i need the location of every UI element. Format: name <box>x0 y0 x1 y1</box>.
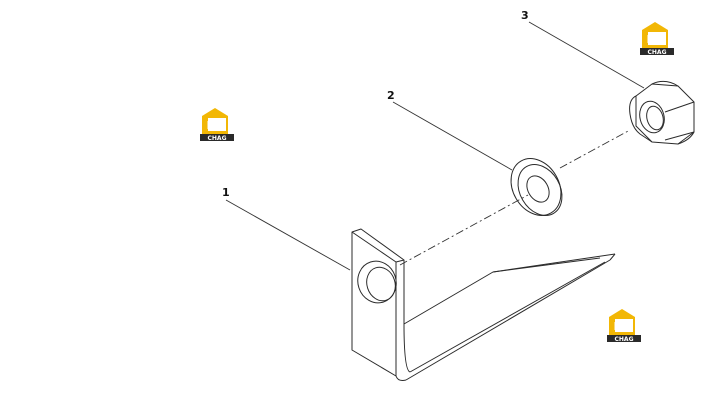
watermark-logo: НЗ CHAG <box>640 22 674 56</box>
watermark-letters: НЗ <box>646 33 663 46</box>
watermark-logo: НЗ CHAG <box>607 309 641 343</box>
watermark-letters: НЗ <box>206 119 223 132</box>
watermark-word: CHAG <box>648 49 667 56</box>
bracket-part <box>351 228 616 381</box>
leader-lines <box>225 21 645 271</box>
leader-line-2 <box>392 101 513 171</box>
bracket-hole <box>357 260 397 304</box>
callout-2: 2 <box>387 89 395 102</box>
watermark-word: CHAG <box>615 336 634 343</box>
watermark-word: CHAG <box>208 135 227 142</box>
leader-line-3 <box>528 21 645 89</box>
watermark-letters: НЗ <box>613 320 630 333</box>
leader-line-1 <box>225 199 351 271</box>
callout-1: 1 <box>222 186 230 199</box>
callout-3: 3 <box>521 9 529 22</box>
hex-nut-part <box>629 80 695 145</box>
assembly-axis-line <box>399 129 631 266</box>
watermark-logo: НЗ CHAG <box>200 108 234 142</box>
washer-part <box>510 158 563 216</box>
